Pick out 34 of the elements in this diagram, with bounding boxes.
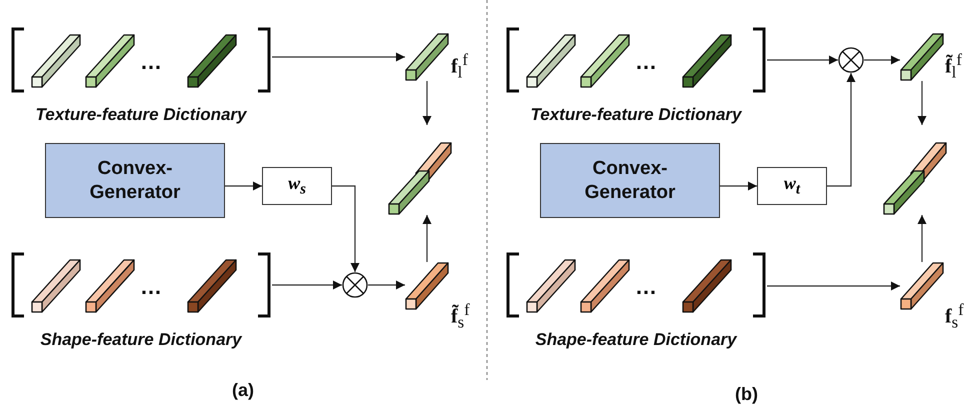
feature-bar-drawing bbox=[405, 262, 449, 310]
ellipsis: … bbox=[140, 274, 162, 300]
arrow bbox=[332, 185, 360, 272]
generator-box: Convex-Generator bbox=[540, 143, 720, 218]
arrow bbox=[918, 215, 926, 262]
weight-box: w$_{t}$ bbox=[757, 167, 827, 205]
ellipsis: … bbox=[140, 49, 162, 75]
multiply-circle bbox=[838, 47, 864, 73]
arrow bbox=[827, 73, 856, 187]
feature-bar-drawing bbox=[900, 262, 944, 310]
dictionary-caption: Texture-feature Dictionary bbox=[34, 105, 248, 125]
arrow bbox=[225, 182, 262, 190]
arrow bbox=[918, 81, 926, 125]
arrow bbox=[368, 280, 405, 290]
arrow bbox=[767, 282, 900, 290]
dictionary-caption: Shape-feature Dictionary bbox=[39, 330, 244, 350]
feature-bar-drawing bbox=[900, 33, 944, 81]
arrow bbox=[767, 56, 838, 64]
arrow bbox=[720, 182, 757, 190]
ellipsis: … bbox=[635, 274, 657, 300]
arrow bbox=[864, 56, 900, 64]
arrow bbox=[422, 215, 432, 262]
arrow bbox=[272, 52, 405, 62]
dictionary-caption: Texture-feature Dictionary bbox=[530, 105, 743, 125]
generator-box: Convex-Generator bbox=[45, 143, 225, 218]
ellipsis: … bbox=[635, 49, 657, 75]
multiply-circle bbox=[342, 272, 368, 298]
feature-bar-drawing bbox=[405, 33, 449, 81]
arrow bbox=[272, 280, 342, 290]
arrow bbox=[422, 81, 432, 125]
dictionary-caption: Shape-feature Dictionary bbox=[534, 330, 738, 350]
panel-label: (b) bbox=[735, 384, 758, 405]
panel-label: (a) bbox=[232, 380, 254, 401]
weight-box: w$_{s}$ bbox=[262, 167, 332, 205]
